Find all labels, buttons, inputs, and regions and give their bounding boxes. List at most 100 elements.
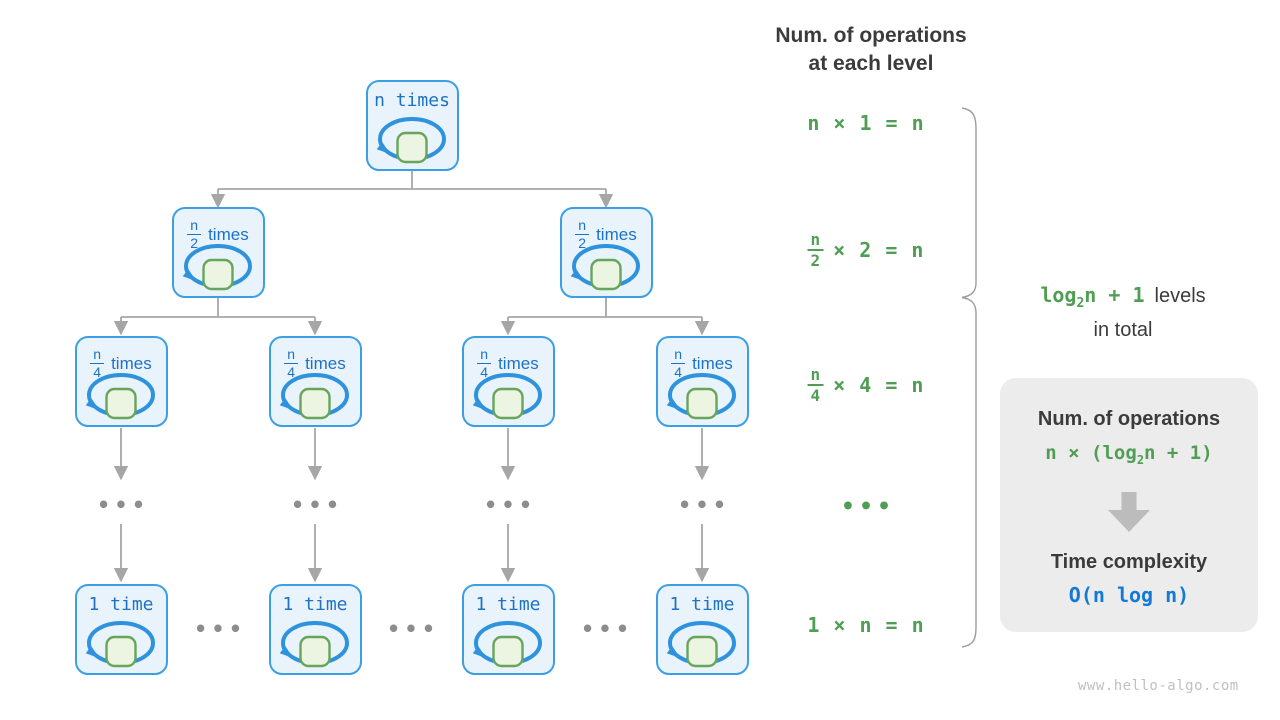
levels-formula: log2n + 1 [1040,282,1144,317]
fraction-numerator: n [807,366,824,386]
ops-row: n × 1 = n [807,111,924,135]
ellipsis-dots: ••• [483,493,537,517]
loop-icon [376,117,446,164]
loop-body-square-icon [104,387,137,420]
node-label: 1 time [271,595,360,615]
loop-arrowhead-icon [472,398,487,411]
loop-icon [472,621,542,668]
fraction-denominator: 4 [93,364,102,380]
tree-node: 1 time [74,584,168,675]
node-label-text: times [596,224,637,244]
node-label-text: times [498,353,539,373]
ops-formula: × 4 = n [833,373,925,397]
node-label-text: 1 time [475,594,541,615]
loop-icon [570,244,640,291]
summary-tc-formula: O(n log n) [1068,583,1190,607]
summary-ops-formula-rest: n + 1) [1144,442,1213,464]
loop-arrowhead-icon [666,646,681,659]
loop-body-square-icon [589,258,622,291]
summary-box: Num. of operations n × (log2n + 1) Time … [1000,378,1258,632]
watermark: www.hello-algo.com [1078,678,1239,694]
loop-arrowhead-icon [666,398,681,411]
levels-formula-rest: n + 1 [1084,283,1145,307]
loop-arrowhead-icon [472,646,487,659]
ellipsis-dots: ••• [290,493,344,517]
loop-icon [85,373,155,420]
tree-node: 1 time [268,584,362,675]
loop-body-square-icon [491,387,524,420]
loop-icon [472,373,542,420]
ellipsis-dots: ••• [193,617,247,641]
levels-total-line2: in total [1093,319,1153,341]
fraction-numerator: n [90,347,105,364]
fraction-numerator: n [807,231,824,251]
fraction-denominator: 4 [480,364,489,380]
ops-formula: n × 1 = n [807,111,925,135]
loop-body-square-icon [298,387,331,420]
loop-arrowhead-icon [279,398,294,411]
summary-ops-formula-prefix: n × (log [1045,442,1137,464]
levels-total-label: log2n + 1 levels in total [1023,282,1223,344]
loop-icon [279,621,349,668]
node-label-text: 1 time [88,594,154,615]
fraction-numerator: n [187,218,202,235]
tree-node: 1 time [655,584,749,675]
loop-icon [666,621,736,668]
ops-column-header-line1: Num. of operations [775,24,967,47]
summary-ops-title: Num. of operations [1037,408,1221,430]
loop-icon [666,373,736,420]
down-block-arrow-icon [1108,492,1150,532]
node-label-text: 1 time [669,594,735,615]
ellipsis-dots: ••• [96,493,150,517]
ops-column-header: Num. of operations at each level [766,22,976,78]
levels-formula-subscript: 2 [1076,296,1085,311]
fraction-denominator: 2 [810,251,821,270]
loop-body-square-icon [201,258,234,291]
loop-body-square-icon [298,635,331,668]
loop-arrowhead-icon [85,646,100,659]
node-label-text: times [305,353,346,373]
loop-icon [182,244,252,291]
fraction-numerator: n [477,347,492,364]
node-label: 1 time [658,595,747,615]
fraction-denominator: 4 [810,386,821,405]
ops-row: ••• [837,495,895,520]
fraction-numerator: n [575,218,590,235]
loop-body-square-icon [104,635,137,668]
levels-formula-prefix: log [1040,283,1077,307]
ellipsis-dots: ••• [580,617,634,641]
fraction-denominator: 2 [578,235,587,251]
loop-body-square-icon [685,635,718,668]
loop-body-square-icon [491,635,524,668]
levels-word: levels [1154,285,1206,307]
loop-arrowhead-icon [570,269,585,282]
node-label-text: times [208,224,249,244]
node-label: n times [368,91,457,111]
node-label-text: times [111,353,152,373]
ellipsis-dots: ••• [840,494,896,520]
ellipsis-dots: ••• [386,617,440,641]
loop-icon [85,621,155,668]
ops-row: 1 × n = n [807,613,924,637]
ops-formula: × 2 = n [833,238,925,262]
node-label-text: 1 time [282,594,348,615]
loop-body-square-icon [685,387,718,420]
tree-node: n times [365,80,459,171]
summary-ops-formula-subscript: 2 [1136,452,1145,467]
fraction-denominator: 4 [674,364,683,380]
